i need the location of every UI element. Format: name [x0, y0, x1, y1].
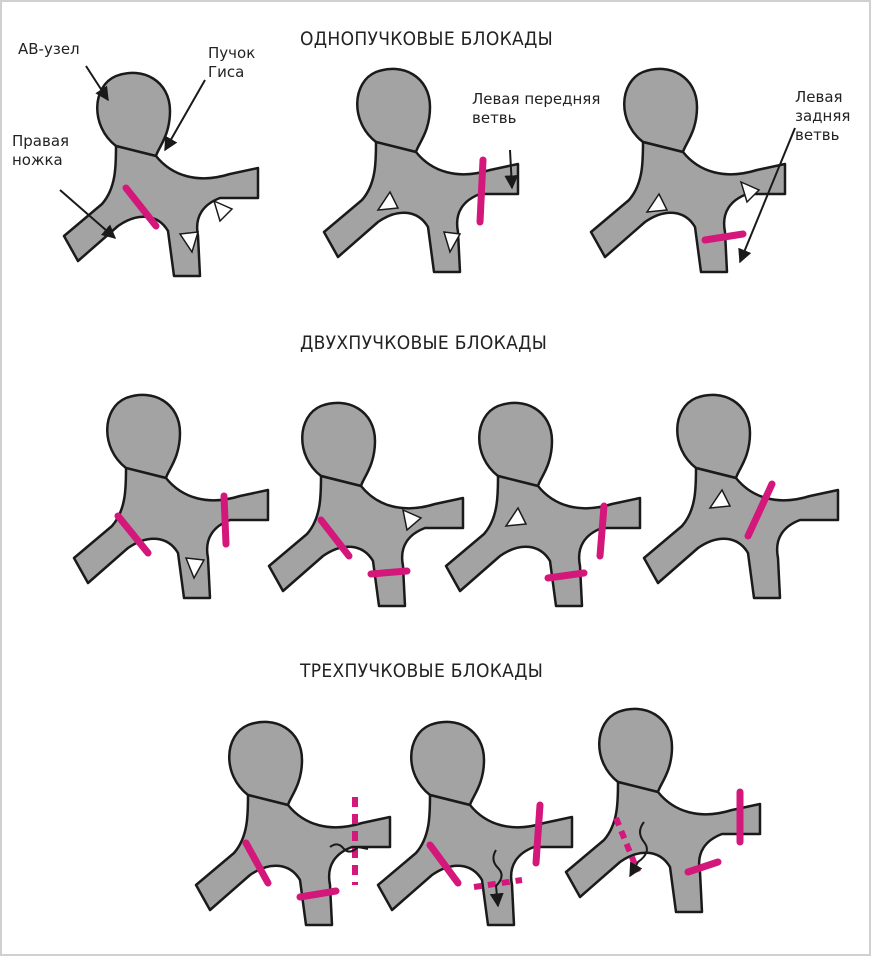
- block-marker: [548, 573, 584, 578]
- label-av-node: АВ-узел: [18, 40, 80, 59]
- tri-block-3: [566, 709, 760, 912]
- block-marker: [371, 571, 407, 574]
- label-right-bundle: Правая ножка: [12, 132, 69, 170]
- bi-block-3: [446, 403, 640, 606]
- tri-block-2: [378, 722, 572, 925]
- conduction-arrow: [214, 201, 232, 221]
- bi-block-4: [644, 395, 838, 598]
- block-marker: [480, 160, 483, 222]
- section-title-trifascicular: ТРЕХПУЧКОВЫЕ БЛОКАДЫ: [300, 660, 543, 682]
- block-marker: [224, 496, 226, 544]
- block-marker: [600, 506, 604, 556]
- block-marker: [536, 805, 540, 863]
- mono-block-left-posterior: [591, 69, 785, 272]
- label-left-posterior-branch: Левая задняя ветвь: [795, 88, 850, 145]
- section-title-monofascicular: ОДНОПУЧКОВЫЕ БЛОКАДЫ: [300, 28, 553, 50]
- bi-block-2: [269, 403, 463, 606]
- label-his-bundle: Пучок Гиса: [208, 44, 255, 82]
- section-title-bifascicular: ДВУХПУЧКОВЫЕ БЛОКАДЫ: [300, 332, 547, 354]
- mono-block-right-bundle: [64, 73, 258, 276]
- label-left-anterior-branch: Левая передняя ветвь: [472, 90, 600, 128]
- tri-block-1: [196, 722, 390, 925]
- bi-block-1: [74, 395, 268, 598]
